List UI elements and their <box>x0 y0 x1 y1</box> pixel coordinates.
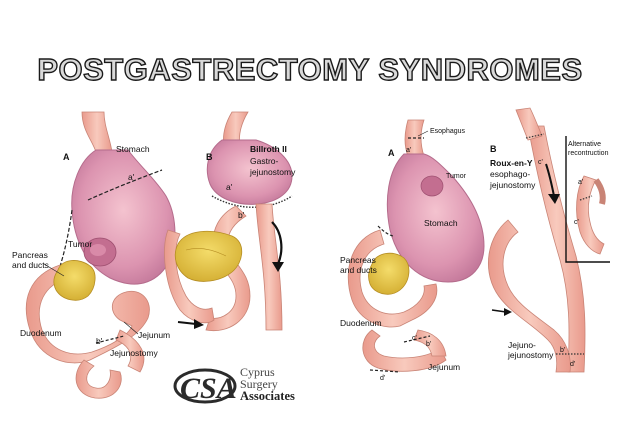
right-a-stomach-label: Stomach <box>424 218 458 228</box>
right-a-jejunum-label: Jejunum <box>428 362 460 372</box>
left-b-letter: B <box>206 152 213 162</box>
alt-title-line1: Alternative <box>568 141 601 148</box>
left-a-tumor-label: Tumor <box>68 239 92 249</box>
right-a-bprime-label: b' <box>426 341 431 348</box>
left-a-aprime-label: a' <box>128 172 135 182</box>
right-a-aprime-label: a' <box>406 147 411 154</box>
logo-line-2: Surgery <box>240 377 278 391</box>
left-b-procedure-label: Billroth II <box>250 144 287 154</box>
right-b-bprime-label: b' <box>560 347 565 354</box>
right-b-dprime-label: d' <box>570 361 575 368</box>
logo-line-1: Cyprus <box>240 365 275 379</box>
left-b-bprime-label: b' <box>238 210 245 220</box>
alt-aprime-label: a' <box>578 179 583 186</box>
alt-title-line2: recontruction <box>568 150 609 157</box>
right-b-cprime-label: c' <box>538 159 543 166</box>
right-a-dprime-label: d' <box>380 375 385 382</box>
logo-wordmark: Cyprus Surgery Associates <box>240 366 295 402</box>
right-b-jejuno-line2: jejunostomy <box>507 350 554 360</box>
left-b-desc-line2: jejunostomy <box>249 167 296 177</box>
page-title: POSTGASTRECTOMY SYNDROMES <box>37 51 583 87</box>
alt-cprime-label: c' <box>574 219 579 226</box>
csa-logo-mark: CSA <box>173 368 237 405</box>
right-b-desc-line2: jejunostomy <box>489 180 536 190</box>
right-a-tumor-label: Tumor <box>446 173 467 180</box>
left-a-bprime-label: b' <box>96 336 103 346</box>
right-a-pancreas-label-1: Pancreas <box>340 255 376 265</box>
right-panel-b: B Roux-en-Y esophago- jejunostomy c' Jej… <box>488 107 586 373</box>
right-a-duodenum-label: Duodenum <box>340 318 382 328</box>
right-b-desc-line1: esophago- <box>490 169 530 179</box>
right-b-jejuno-line1: Jejuno- <box>508 340 536 350</box>
left-a-letter: A <box>63 152 70 162</box>
left-a-stomach-label: Stomach <box>116 144 150 154</box>
left-a-duodenum-label: Duodenum <box>20 328 62 338</box>
right-a-esophagus-label: Esophagus <box>430 128 466 135</box>
left-a-jejunum-label: Jejunum <box>138 330 170 340</box>
right-b-letter: B <box>490 144 497 154</box>
left-a-jejunostomy-label: Jejunostomy <box>110 348 158 358</box>
left-panel-b: B Billroth II Gastro- jejunostomy a' b' <box>164 111 296 332</box>
right-a-cprime-label: c' <box>412 335 417 342</box>
logo-mark-text: CSA <box>180 372 237 405</box>
alternative-reconstruction-inset: Alternative recontruction a' c' <box>565 136 610 263</box>
left-a-pancreas-label-2: and ducts <box>12 260 49 270</box>
left-a-pancreas-label-1: Pancreas <box>12 250 48 260</box>
right-a-pancreas-label-2: and ducts <box>340 265 377 275</box>
logo-line-3: Associates <box>240 389 295 403</box>
right-b-procedure-label: Roux-en-Y <box>490 158 533 168</box>
left-panel-a: A Stomach a' Tumor Pancreas and ducts Du… <box>12 111 176 399</box>
left-b-desc-line1: Gastro- <box>250 156 279 166</box>
right-panel-a: A Esophagus a' Tumor Stomach Pancreas an… <box>340 119 485 382</box>
right-a-letter: A <box>388 148 395 158</box>
left-b-aprime-label: a' <box>226 182 233 192</box>
